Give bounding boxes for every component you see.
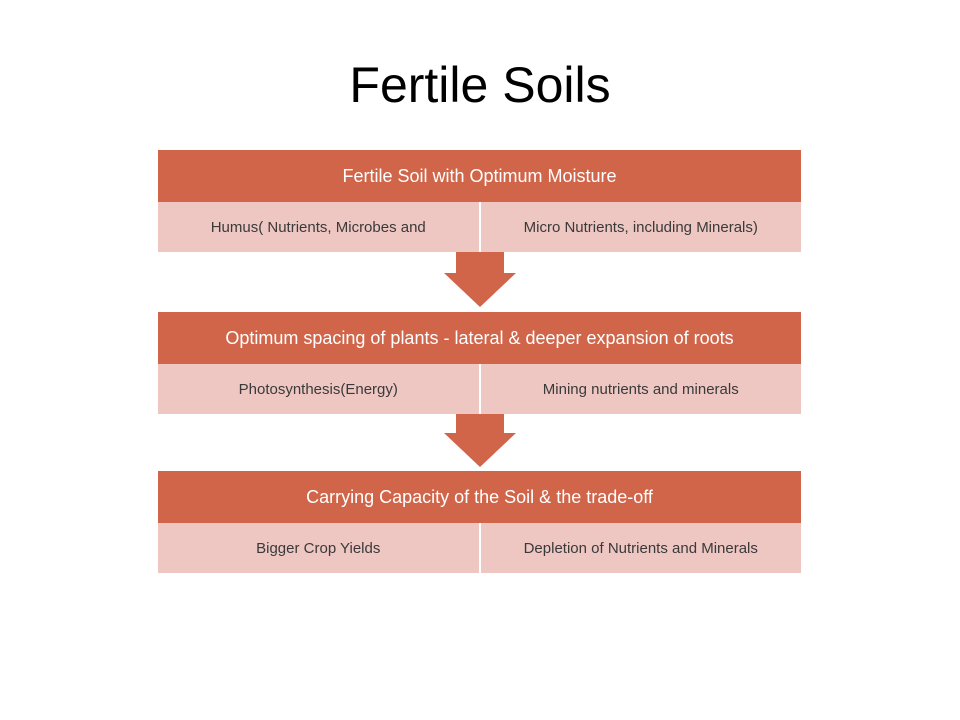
block-3-cells: Bigger Crop Yields Depletion of Nutrient… — [158, 523, 801, 573]
block-2-cell-2: Mining nutrients and minerals — [480, 364, 801, 414]
block-3-cell-1: Bigger Crop Yields — [158, 523, 481, 573]
block-2-cells: Photosynthesis(Energy) Mining nutrients … — [158, 364, 801, 414]
process-block-2: Optimum spacing of plants - lateral & de… — [158, 312, 801, 414]
slide-title: Fertile Soils — [349, 57, 611, 113]
block-1-cells: Humus( Nutrients, Microbes and Micro Nut… — [158, 202, 801, 252]
down-arrow-2-stem — [456, 414, 504, 434]
block-1-cell-1: Humus( Nutrients, Microbes and — [158, 202, 481, 252]
block-2-heading: Optimum spacing of plants - lateral & de… — [158, 312, 801, 364]
block-2-cell-1: Photosynthesis(Energy) — [158, 364, 481, 414]
process-block-1: Fertile Soil with Optimum Moisture Humus… — [158, 150, 801, 252]
down-arrow-2-icon — [444, 433, 516, 467]
process-block-3: Carrying Capacity of the Soil & the trad… — [158, 471, 801, 573]
block-3-cell-2: Depletion of Nutrients and Minerals — [480, 523, 801, 573]
down-arrow-1-stem — [456, 252, 504, 274]
block-3-heading: Carrying Capacity of the Soil & the trad… — [158, 471, 801, 523]
block-1-heading: Fertile Soil with Optimum Moisture — [158, 150, 801, 202]
down-arrow-1-icon — [444, 273, 516, 307]
block-1-cell-2: Micro Nutrients, including Minerals) — [480, 202, 801, 252]
